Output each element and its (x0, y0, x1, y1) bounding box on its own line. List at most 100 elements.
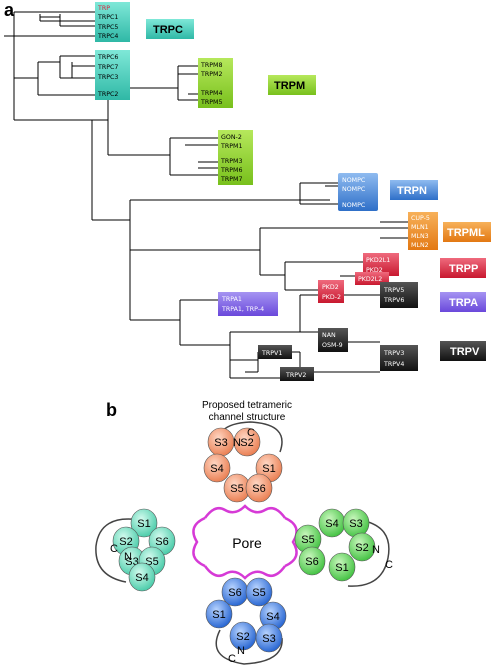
trpm-group-2-box (218, 130, 253, 185)
left-termini-tail (95, 518, 141, 583)
trpm-group-1-box (198, 58, 233, 108)
leaf-trpc6: TRPC6 (97, 54, 118, 61)
structure-title-line-2: channel structure (209, 412, 286, 423)
leaf-trpv1: TRPV1 (261, 350, 282, 357)
trpv-group-3-box (258, 345, 292, 359)
trpn-box (338, 173, 378, 211)
right-termini-tail (347, 519, 390, 587)
trpm-family-label-box (268, 75, 316, 95)
leaf-mln2: MLN2 (411, 242, 429, 249)
panel-b-label: b (106, 400, 117, 420)
trpp-family-label: TRPP (449, 263, 478, 275)
right-helix-s6 (298, 546, 326, 576)
leaf-trpv3: TRPV3 (383, 350, 404, 357)
trpn-family-label-box (390, 180, 438, 200)
trpp-group-1-box (363, 253, 399, 276)
leaf-trpc1: TRPC1 (97, 14, 118, 21)
phylogenetic-tree (4, 11, 408, 379)
right-c-terminus-label: C (385, 559, 393, 571)
trpa-family-label: TRPA (449, 297, 478, 309)
top-helix-label-s1: S1 (262, 463, 275, 475)
bottom-helix-label-s4: S4 (266, 611, 279, 623)
panel-a-label: a (4, 0, 15, 20)
right-helix-label-s6: S6 (305, 556, 318, 568)
left-n-terminus-label: N (124, 551, 132, 563)
leaf-pkd2l1: PKD2L1 (366, 257, 390, 264)
right-helix-label-s5: S5 (301, 534, 314, 546)
trpc-group-1-box (95, 2, 130, 42)
top-n-terminus-label: N (233, 437, 241, 449)
leaf-trpv2: TRPV2 (285, 372, 306, 379)
leaf-trpc3: TRPC3 (97, 74, 118, 81)
leaf-trpv5: TRPV5 (383, 287, 404, 294)
bottom-helix-s5 (245, 577, 273, 607)
leaf-trpc4: TRPC4 (97, 33, 118, 40)
top-helix-label-s4: S4 (210, 463, 223, 475)
top-helix-s6 (245, 473, 273, 503)
right-helix-label-s1: S1 (335, 562, 348, 574)
trpv-group-2-box (318, 328, 348, 352)
bottom-helix-label-s2: S2 (236, 631, 249, 643)
trpc-group-2-box (95, 50, 130, 100)
trpml-family-label: TRPML (447, 227, 485, 239)
top-helix-s4 (203, 453, 231, 483)
trpv-family-label: TRPV (450, 346, 480, 358)
bottom-n-terminus-label: N (237, 645, 245, 657)
leaf-pkd-2: PKD-2 (322, 294, 341, 301)
leaf-osm9: OSM-9 (322, 342, 343, 349)
bottom-helix-s3 (255, 623, 283, 653)
pore-label: Pore (232, 535, 262, 551)
bottom-c-terminus-label: C (228, 653, 236, 665)
top-helix-label-s3: S3 (214, 437, 227, 449)
top-helix-label-s2: S2 (240, 437, 253, 449)
leaf-nompc-2: NOMPC (342, 186, 366, 193)
leaf-nan: NAN (322, 332, 336, 339)
right-helix-label-s3: S3 (349, 518, 362, 530)
top-helix-label-s5: S5 (230, 483, 243, 495)
leaf-trpa1: TRPA1 (221, 296, 242, 303)
leaf-gon2: GON-2 (221, 134, 242, 141)
trpc-family-label: TRPC (153, 24, 183, 36)
trpp-group-3-box (318, 280, 344, 303)
leaf-pkd2-b: PKD2 (322, 284, 339, 291)
leaf-nompc-1: NOMPC (342, 177, 366, 184)
right-helix-s1 (328, 552, 356, 582)
trpn-family-label: TRPN (397, 185, 427, 197)
leaf-trpm6: TRPM6 (220, 167, 242, 174)
structure-title-line-1: Proposed tetrameric (202, 400, 292, 411)
leaf-trpc2: TRPC2 (97, 91, 118, 98)
left-c-terminus-label: C (110, 543, 118, 555)
bottom-helix-label-s6: S6 (228, 587, 241, 599)
leaf-boxes: TRP TRPC1 TRPC5 TRPC4 TRPC6 TRPC7 TRPC3 … (95, 2, 491, 381)
leaf-trpc5: TRPC5 (97, 24, 118, 31)
trpa-box (218, 292, 278, 316)
leaf-trpm8: TRPM8 (200, 62, 222, 69)
leaf-trp: TRP (97, 5, 110, 12)
trpp-family-label-box (440, 258, 486, 278)
left-helix-s1 (130, 508, 158, 538)
bottom-helix-label-s1: S1 (212, 609, 225, 621)
leaf-trpm5: TRPM5 (200, 99, 222, 106)
right-helix-label-s4: S4 (325, 518, 338, 530)
leaf-pkd2l2: PKD2L2 (358, 276, 382, 283)
leaf-cup5: CUP-5 (411, 215, 430, 222)
left-helix-label-s6: S6 (155, 536, 168, 548)
leaf-trpm7: TRPM7 (220, 176, 242, 183)
trpv-group-1-box (380, 282, 418, 308)
trpv-group-4-box (380, 345, 418, 371)
right-helix-s2 (348, 532, 376, 562)
right-helix-label-s2: S2 (355, 542, 368, 554)
leaf-trpm3: TRPM3 (220, 158, 242, 165)
leaf-trpm4: TRPM4 (200, 90, 222, 97)
bottom-helix-label-s5: S5 (252, 587, 265, 599)
leaf-trpc7: TRPC7 (97, 64, 118, 71)
leaf-nompc-3: NOMPC (342, 202, 366, 209)
leaf-trpa1-trp4: TRPA1, TRP-4 (221, 306, 264, 313)
top-c-terminus-label: C (247, 427, 255, 439)
trpml-family-label-box (443, 222, 491, 242)
trpv-family-label-box (440, 341, 486, 361)
left-helix-s4 (128, 562, 156, 592)
left-helix-label-s2: S2 (119, 536, 132, 548)
